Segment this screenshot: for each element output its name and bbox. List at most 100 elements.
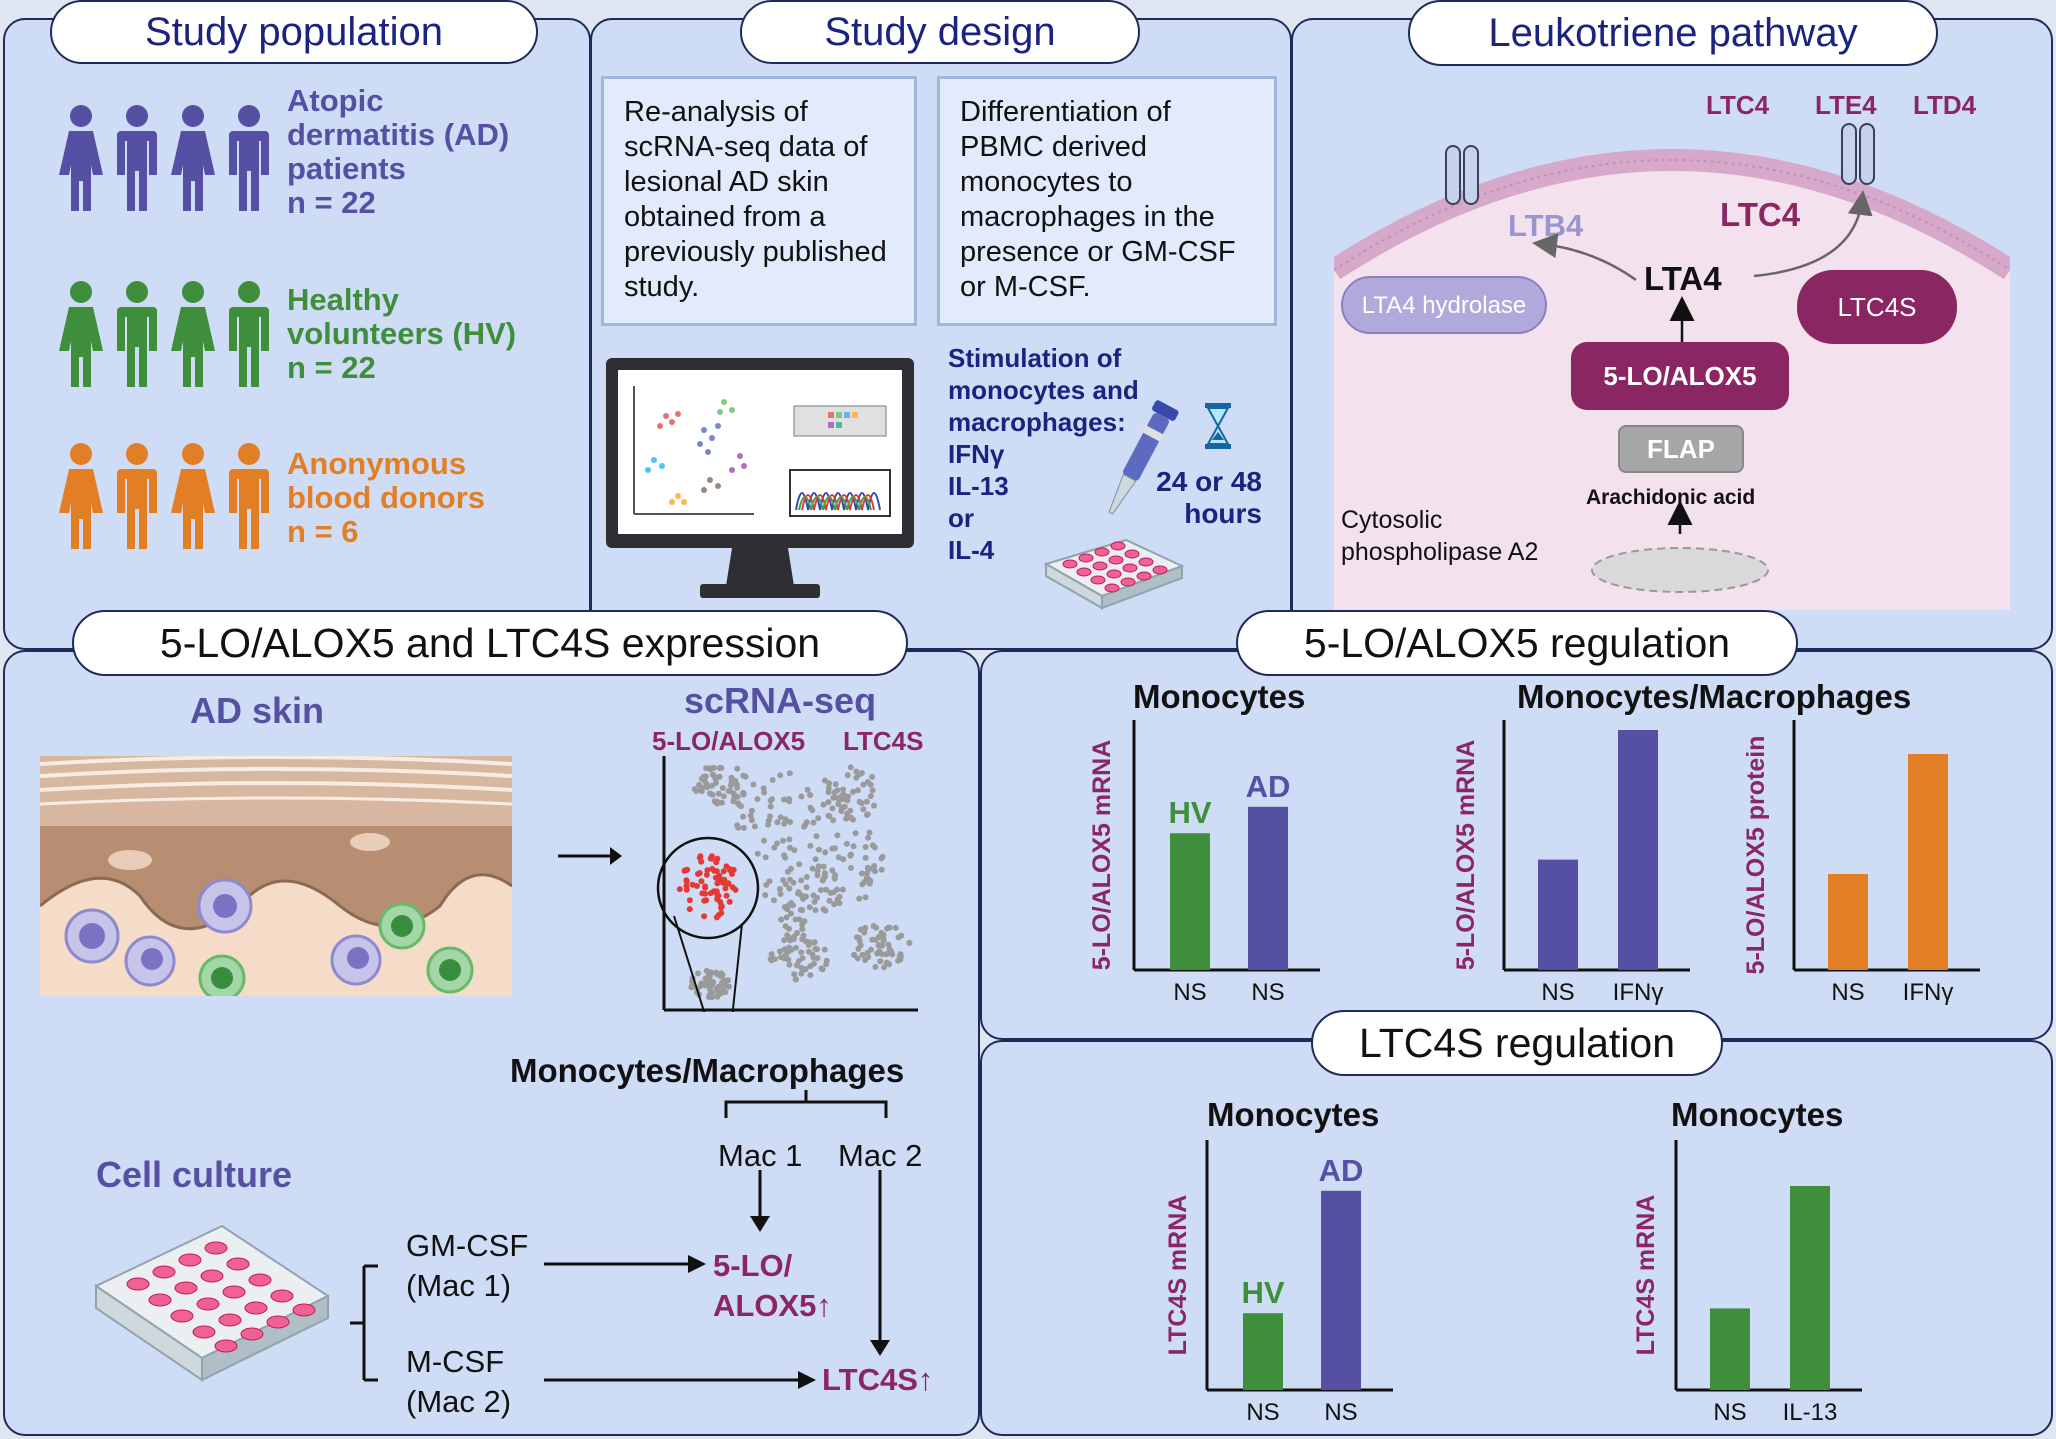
umap-cell-dot [781, 796, 788, 803]
umap-cell-dot [810, 939, 817, 946]
culture-wellplate-icon [93, 1224, 331, 1382]
umap-cell-dot [839, 886, 846, 893]
umap-cell-dot [867, 793, 874, 799]
umap-cell-dot [860, 806, 867, 813]
umap-myeloid-dot [718, 902, 725, 909]
chart-tick-label: IFNγ [1903, 979, 1954, 1006]
computer-monitor-icon [606, 358, 914, 598]
study-population-panel [3, 18, 591, 650]
umap-cell-dot [700, 773, 707, 780]
umap-cell-dot [786, 885, 793, 892]
umap-myeloid-dot [696, 854, 703, 861]
chart5-title: Monocytes [1671, 1096, 1844, 1133]
umap-cell-dot [892, 924, 899, 931]
chart-bar [1790, 1186, 1830, 1390]
flap-box: FLAP [1618, 425, 1744, 473]
ad-skin-illustration [40, 756, 512, 996]
umap-myeloid-dot [713, 859, 720, 866]
umap-cell-dot [688, 984, 695, 991]
umap-myeloid-dot [714, 880, 721, 887]
chart-tick-label: NS [1541, 979, 1574, 1006]
chart-bar-label: AD [1246, 769, 1291, 804]
culture-bracket-arrows [350, 1255, 816, 1389]
gmcsf-label: GM-CSF (Mac 1) [406, 1228, 529, 1303]
umap-cell-dot [730, 790, 737, 797]
umap-cell-dot [812, 945, 819, 952]
umap-cell-dot [751, 823, 758, 830]
umap-myeloid-dot [721, 876, 728, 883]
result-ltc4s-label: LTC4S↑ [822, 1362, 934, 1397]
chart-bar [1908, 754, 1948, 970]
pathway-title: Leukotriene pathway [1408, 0, 1938, 66]
umap-cell-dot [734, 793, 741, 800]
umap-myeloid-dot [683, 883, 690, 889]
umap-cell-dot [898, 932, 905, 939]
umap-cell-dot [843, 840, 850, 847]
umap-cell-dot [883, 959, 890, 966]
umap-cell-dot [807, 842, 814, 849]
umap-cell-dot [830, 817, 837, 824]
chart-tick-label: NS [1173, 979, 1206, 1006]
umap-cell-dot [803, 893, 810, 900]
umap-cell-dot [835, 854, 842, 861]
chart-y-label: LTC4S mRNA [1164, 1195, 1192, 1356]
umap-cell-dot [706, 973, 713, 980]
umap-cell-dot [831, 875, 838, 882]
umap-cell-dot [885, 941, 892, 948]
umap-cell-dot [792, 916, 799, 923]
umap-cell-dot [695, 970, 701, 977]
mac2-label: Mac 2 [838, 1138, 923, 1173]
chart-bar [1243, 1313, 1283, 1390]
umap-cell-dot [791, 847, 798, 854]
healthy-volunteers-label: Healthy volunteers (HV) n = 22 [287, 282, 517, 385]
umap-cell-dot [820, 801, 827, 808]
umap-cell-dot [726, 983, 732, 990]
umap-cell-dot [740, 791, 747, 798]
umap-cell-dot [871, 802, 877, 809]
umap-cell-dot [865, 834, 872, 841]
chart2-title: Monocytes/Macrophages [1517, 678, 1912, 715]
umap-cell-dot [795, 958, 802, 965]
umap-cell-dot [720, 793, 727, 800]
chart-y-label: LTC4S mRNA [1632, 1195, 1660, 1356]
umap-cell-dot [859, 951, 866, 958]
umap-cell-dot [803, 819, 810, 826]
umap-cell-dot [871, 844, 878, 851]
umap-cell-dot [778, 916, 785, 923]
ltc4s-regulation-title: LTC4S regulation [1311, 1010, 1723, 1076]
umap-myeloid-dot [715, 892, 722, 899]
umap-cell-dot [860, 781, 867, 788]
umap-cell-dot [810, 892, 817, 899]
chart-tick-label: IFNγ [1613, 979, 1664, 1006]
chart-tick-label: NS [1324, 1399, 1357, 1426]
umap-cell-dot [852, 830, 859, 837]
umap-cell-dot [851, 952, 857, 958]
umap-cell-dot [707, 969, 714, 976]
expression-title: 5-LO/ALOX5 and LTC4S expression [72, 610, 908, 676]
umap-cell-dot [868, 946, 875, 953]
umap-myeloid-dot [702, 890, 709, 897]
hourglass-icon [1205, 403, 1231, 449]
umap-cell-dot [810, 819, 817, 826]
umap-cell-dot [714, 800, 721, 807]
umap-cell-dot [843, 815, 850, 822]
umap-cell-dot [815, 846, 822, 853]
umap-cell-dot [707, 993, 714, 1000]
umap-cell-dot [734, 822, 741, 829]
umap-cell-dot [906, 939, 913, 946]
umap-myeloid-dot [722, 885, 729, 892]
umap-cell-dot [878, 930, 885, 936]
umap-cell-dot [814, 872, 821, 879]
umap-cell-dot [813, 833, 820, 840]
chart-bar-label: HV [1241, 1275, 1284, 1310]
umap-cell-dot [825, 799, 832, 806]
umap-cell-dot [862, 894, 869, 901]
umap-cell-dot [848, 864, 854, 871]
umap-cell-dot [709, 791, 716, 798]
receptor-icon-left [1445, 145, 1479, 205]
umap-cell-dot [798, 793, 805, 800]
chart4-title: Monocytes [1207, 1096, 1380, 1133]
cpla2-label: Cytosolic phospholipase A2 [1341, 506, 1539, 566]
umap-cell-dot [780, 877, 787, 884]
